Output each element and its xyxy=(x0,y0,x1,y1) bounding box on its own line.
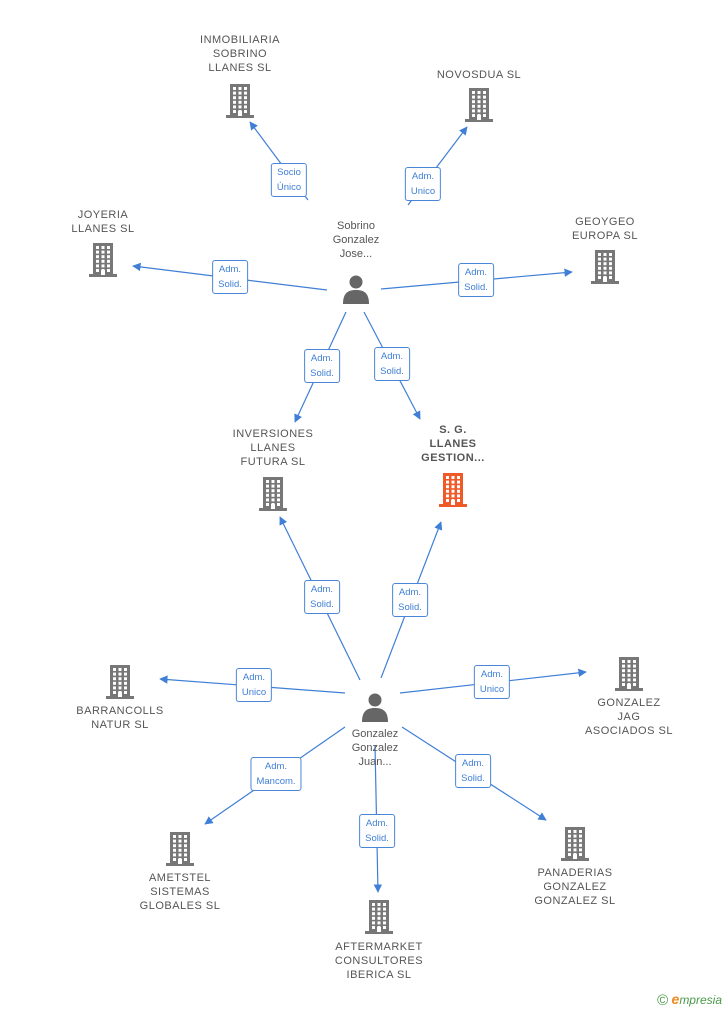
footer-brand[interactable]: © empresia xyxy=(657,991,722,1009)
person-icon xyxy=(341,274,371,304)
edge-label-gonzalez-ametstel[interactable]: Adm. Mancom. xyxy=(250,757,302,791)
copyright-icon: © xyxy=(657,992,669,1009)
building-icon xyxy=(588,249,622,285)
edge-label-sobrino-inversiones[interactable]: Adm. Solid. xyxy=(304,349,340,383)
building-icon xyxy=(612,656,646,692)
edge-label-gonzalez-panaderias[interactable]: Adm. Solid. xyxy=(455,754,491,788)
edge-label-sobrino-sg[interactable]: Adm. Solid. xyxy=(374,347,410,381)
building-icon xyxy=(558,826,592,862)
building-icon xyxy=(223,83,257,119)
node-label-gonzalezjag: GONZALEZ JAG ASOCIADOS SL xyxy=(585,697,673,737)
node-label-ametstel: AMETSTEL SISTEMAS GLOBALES SL xyxy=(139,872,221,912)
edge-label-gonzalez-sg[interactable]: Adm. Solid. xyxy=(392,583,428,617)
brand-name: mpresia xyxy=(679,993,722,1007)
edge-label-sobrino-inmobiliaria[interactable]: Socio Único xyxy=(270,163,308,197)
node-label-gonzalez: Gonzalez Gonzalez Juan... xyxy=(351,728,399,768)
node-label-inmobiliaria: INMOBILIARIA SOBRINO LLANES SL xyxy=(200,34,280,74)
building-icon xyxy=(256,476,290,512)
edge-label-sobrino-geoygeo[interactable]: Adm. Solid. xyxy=(458,263,494,297)
building-icon xyxy=(462,87,496,123)
node-label-geoygeo: GEOYGEO EUROPA SL xyxy=(571,216,639,242)
building-icon xyxy=(86,242,120,278)
building-icon xyxy=(163,831,197,867)
edge-label-gonzalez-barrancolls[interactable]: Adm. Unico xyxy=(235,668,273,702)
edge-label-gonzalez-inversiones[interactable]: Adm. Solid. xyxy=(304,580,340,614)
node-label-novosdua: NOVOSDUA SL xyxy=(436,69,522,81)
brand-initial: e xyxy=(671,991,680,1007)
node-label-aftermarket: AFTERMARKET CONSULTORES IBERICA SL xyxy=(334,941,424,981)
building-icon xyxy=(436,472,470,508)
edge-label-sobrino-novosdua[interactable]: Adm. Unico xyxy=(404,167,442,201)
edge-label-sobrino-joyeria[interactable]: Adm. Solid. xyxy=(212,260,248,294)
edge-label-gonzalez-gonzalezjag[interactable]: Adm. Unico xyxy=(473,665,511,699)
node-label-sobrino: Sobrino Gonzalez Jose... xyxy=(332,220,380,260)
node-label-barrancolls: BARRANCOLLS NATUR SL xyxy=(76,705,164,731)
edge-label-gonzalez-aftermarket[interactable]: Adm. Solid. xyxy=(359,814,395,848)
node-label-inversiones: INVERSIONES LLANES FUTURA SL xyxy=(232,428,314,468)
person-icon xyxy=(360,692,390,722)
node-label-sg: S. G. LLANES GESTION... xyxy=(421,424,485,464)
node-label-panaderias: PANADERIAS GONZALEZ GONZALEZ SL xyxy=(534,867,616,907)
building-icon xyxy=(103,664,137,700)
node-label-joyeria: JOYERIA LLANES SL xyxy=(71,209,135,235)
building-icon xyxy=(362,899,396,935)
